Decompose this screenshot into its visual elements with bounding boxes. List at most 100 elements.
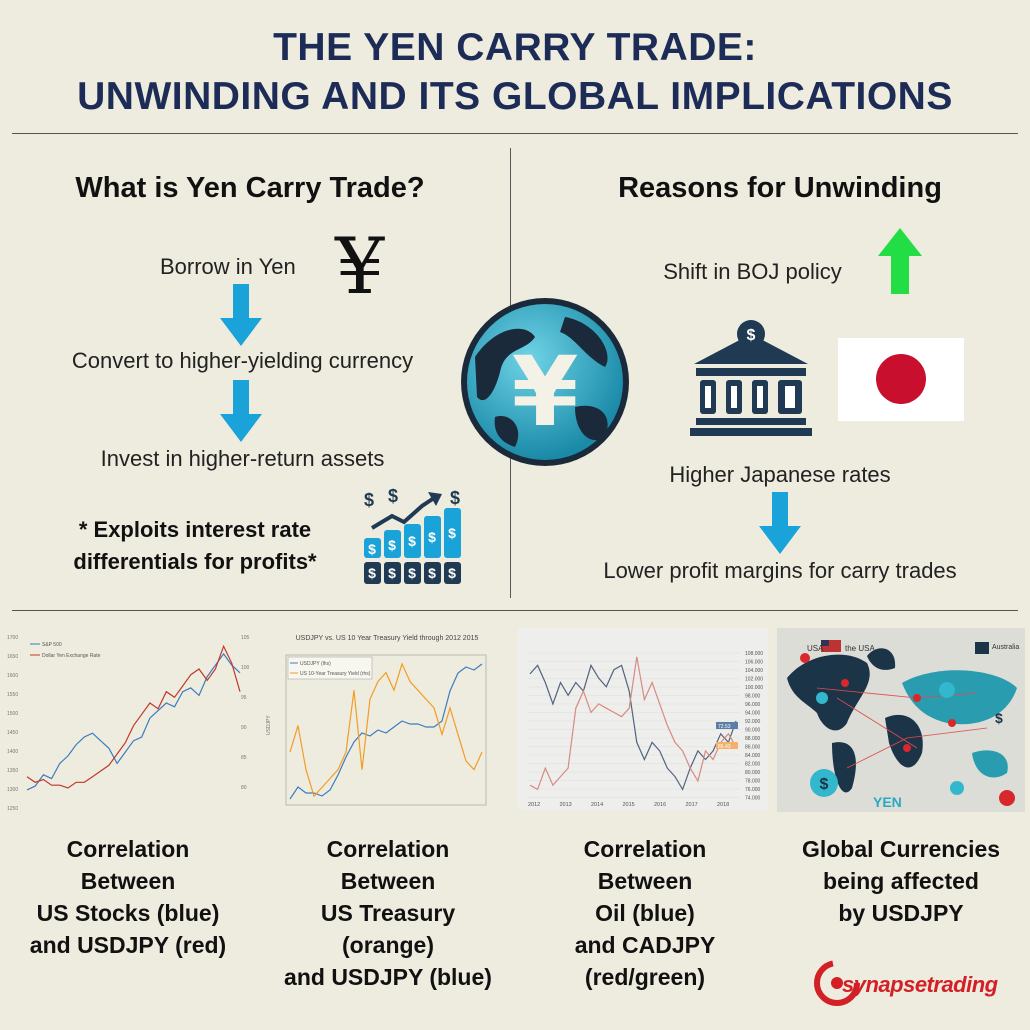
- svg-text:$: $: [450, 488, 460, 508]
- bank-icon: $: [690, 320, 812, 436]
- arrow-down-icon: [220, 284, 262, 346]
- divider-bottom: [12, 610, 1018, 611]
- step-borrow: Borrow in Yen: [160, 254, 296, 279]
- map-label-australia: Australia: [992, 644, 1020, 651]
- y-tick-label: 82.000: [745, 762, 761, 768]
- arrow-down-icon: [220, 380, 262, 442]
- x-tick-label: 2013: [560, 802, 572, 808]
- y-tick-label: 74.000: [745, 796, 761, 802]
- y2-tick-label: 80: [241, 785, 247, 791]
- logo-text: synapsetrading: [842, 972, 998, 997]
- caption-line: and USDJPY (red): [29, 932, 227, 958]
- y-tick-label: 1500: [7, 711, 18, 717]
- y-tick-label: 106.000: [745, 660, 763, 666]
- right-heading: Reasons for Unwinding: [618, 172, 942, 204]
- price-badge-label: 72.53: [718, 724, 731, 730]
- y-tick-label: 1300: [7, 787, 18, 793]
- caption-line: Between: [597, 868, 693, 894]
- caption-line: US Stocks (blue): [36, 900, 220, 926]
- divider-top: [12, 133, 1018, 134]
- reason-higher-rates: Higher Japanese rates: [669, 462, 891, 487]
- y-tick-label: 78.000: [745, 779, 761, 785]
- y-tick-label: 90.000: [745, 728, 761, 734]
- caption-line: Correlation: [583, 836, 707, 862]
- svg-text:$: $: [388, 537, 396, 553]
- left-heading: What is Yen Carry Trade?: [75, 172, 425, 204]
- legend-label: USDJPY (lhs): [300, 661, 331, 667]
- caption-line: Correlation: [326, 836, 450, 862]
- y-tick-label: 86.000: [745, 745, 761, 751]
- y-tick-label: 96.000: [745, 702, 761, 708]
- series-sp500: [26, 652, 241, 791]
- svg-text:$: $: [820, 776, 829, 793]
- caption-line: being affected: [823, 868, 979, 894]
- series-usdjpy: [26, 644, 241, 789]
- legend-box: [287, 656, 373, 680]
- y-tick-label: 108.000: [745, 651, 763, 657]
- x-tick-label: 2016: [654, 802, 666, 808]
- svg-text:$: $: [448, 565, 456, 581]
- caption-line: Global Currencies: [801, 836, 1001, 862]
- title-line-2: UNWINDING AND ITS GLOBAL IMPLICATIONS: [77, 75, 953, 118]
- legend-label: S&P 500: [42, 642, 62, 648]
- world-map-icon: $ $: [787, 640, 1017, 806]
- svg-text:$: $: [995, 710, 1003, 726]
- caption-line: Between: [80, 868, 176, 894]
- y-tick-label: 1400: [7, 749, 18, 755]
- svg-text:$: $: [747, 327, 756, 344]
- y-tick-label: 104.000: [745, 668, 763, 674]
- caption-line: (red/green): [584, 964, 706, 990]
- svg-text:$: $: [368, 541, 376, 557]
- caption-line: Between: [340, 868, 436, 894]
- y-tick-label: 1450: [7, 730, 18, 736]
- svg-text:$: $: [428, 529, 436, 545]
- price-badge: [716, 722, 738, 729]
- y2-tick-label: 100: [241, 665, 250, 671]
- price-badge-label: 86.43: [718, 744, 731, 750]
- svg-text:$: $: [368, 565, 376, 581]
- map-label-the-usa: the USA: [845, 644, 875, 653]
- money-growth-icon: $$$$$$$$$$ $$$: [364, 488, 461, 584]
- logo-swirl-icon: [814, 960, 860, 1006]
- arrow-up-icon: [878, 228, 922, 294]
- legend-label: US 10-Year Treasury Yield (rhs): [300, 671, 371, 677]
- svg-text:$: $: [364, 490, 374, 510]
- svg-text:$: $: [388, 565, 396, 581]
- series-treasury-yield: [289, 662, 483, 798]
- reason-lower-margins: Lower profit margins for carry trades: [603, 558, 957, 583]
- svg-text:$: $: [388, 488, 398, 506]
- y-tick-label: 94.000: [745, 711, 761, 717]
- y2-tick-label: 95: [241, 695, 247, 701]
- svg-text:¥: ¥: [512, 336, 579, 448]
- y2-tick-label: 90: [241, 725, 247, 731]
- map-label-usa: USA: [807, 644, 824, 653]
- svg-text:$: $: [408, 533, 416, 549]
- plot-frame: [285, 654, 487, 806]
- step-convert: Convert to higher-yielding currency: [71, 348, 414, 373]
- world-currency-map: $ $ USA the USA Australia YEN: [777, 628, 1025, 812]
- caption-line: and USDJPY (blue): [284, 964, 492, 990]
- map-label-yen: YEN: [873, 794, 902, 810]
- x-tick-label: 2018: [717, 802, 729, 808]
- x-tick-label: 2015: [623, 802, 635, 808]
- synapsetrading-logo: synapsetrading: [812, 958, 1012, 1008]
- series-usdjpy: [289, 663, 483, 800]
- svg-text:$: $: [428, 565, 436, 581]
- y-tick-label: 80.000: [745, 770, 761, 776]
- y2-tick-label: 85: [241, 755, 247, 761]
- y-tick-label: 1350: [7, 768, 18, 774]
- yen-globe-icon: ¥: [461, 298, 629, 466]
- y-tick-label: 1250: [7, 806, 18, 812]
- note-line-2: differentials for profits*: [73, 549, 317, 574]
- y-tick-label: 76.000: [745, 787, 761, 793]
- japan-flag-icon: [838, 338, 964, 421]
- svg-text:$: $: [408, 565, 416, 581]
- y2-tick-label: 105: [241, 635, 250, 641]
- x-tick-label: 2012: [528, 802, 540, 808]
- caption-line: US Treasury: [320, 900, 456, 926]
